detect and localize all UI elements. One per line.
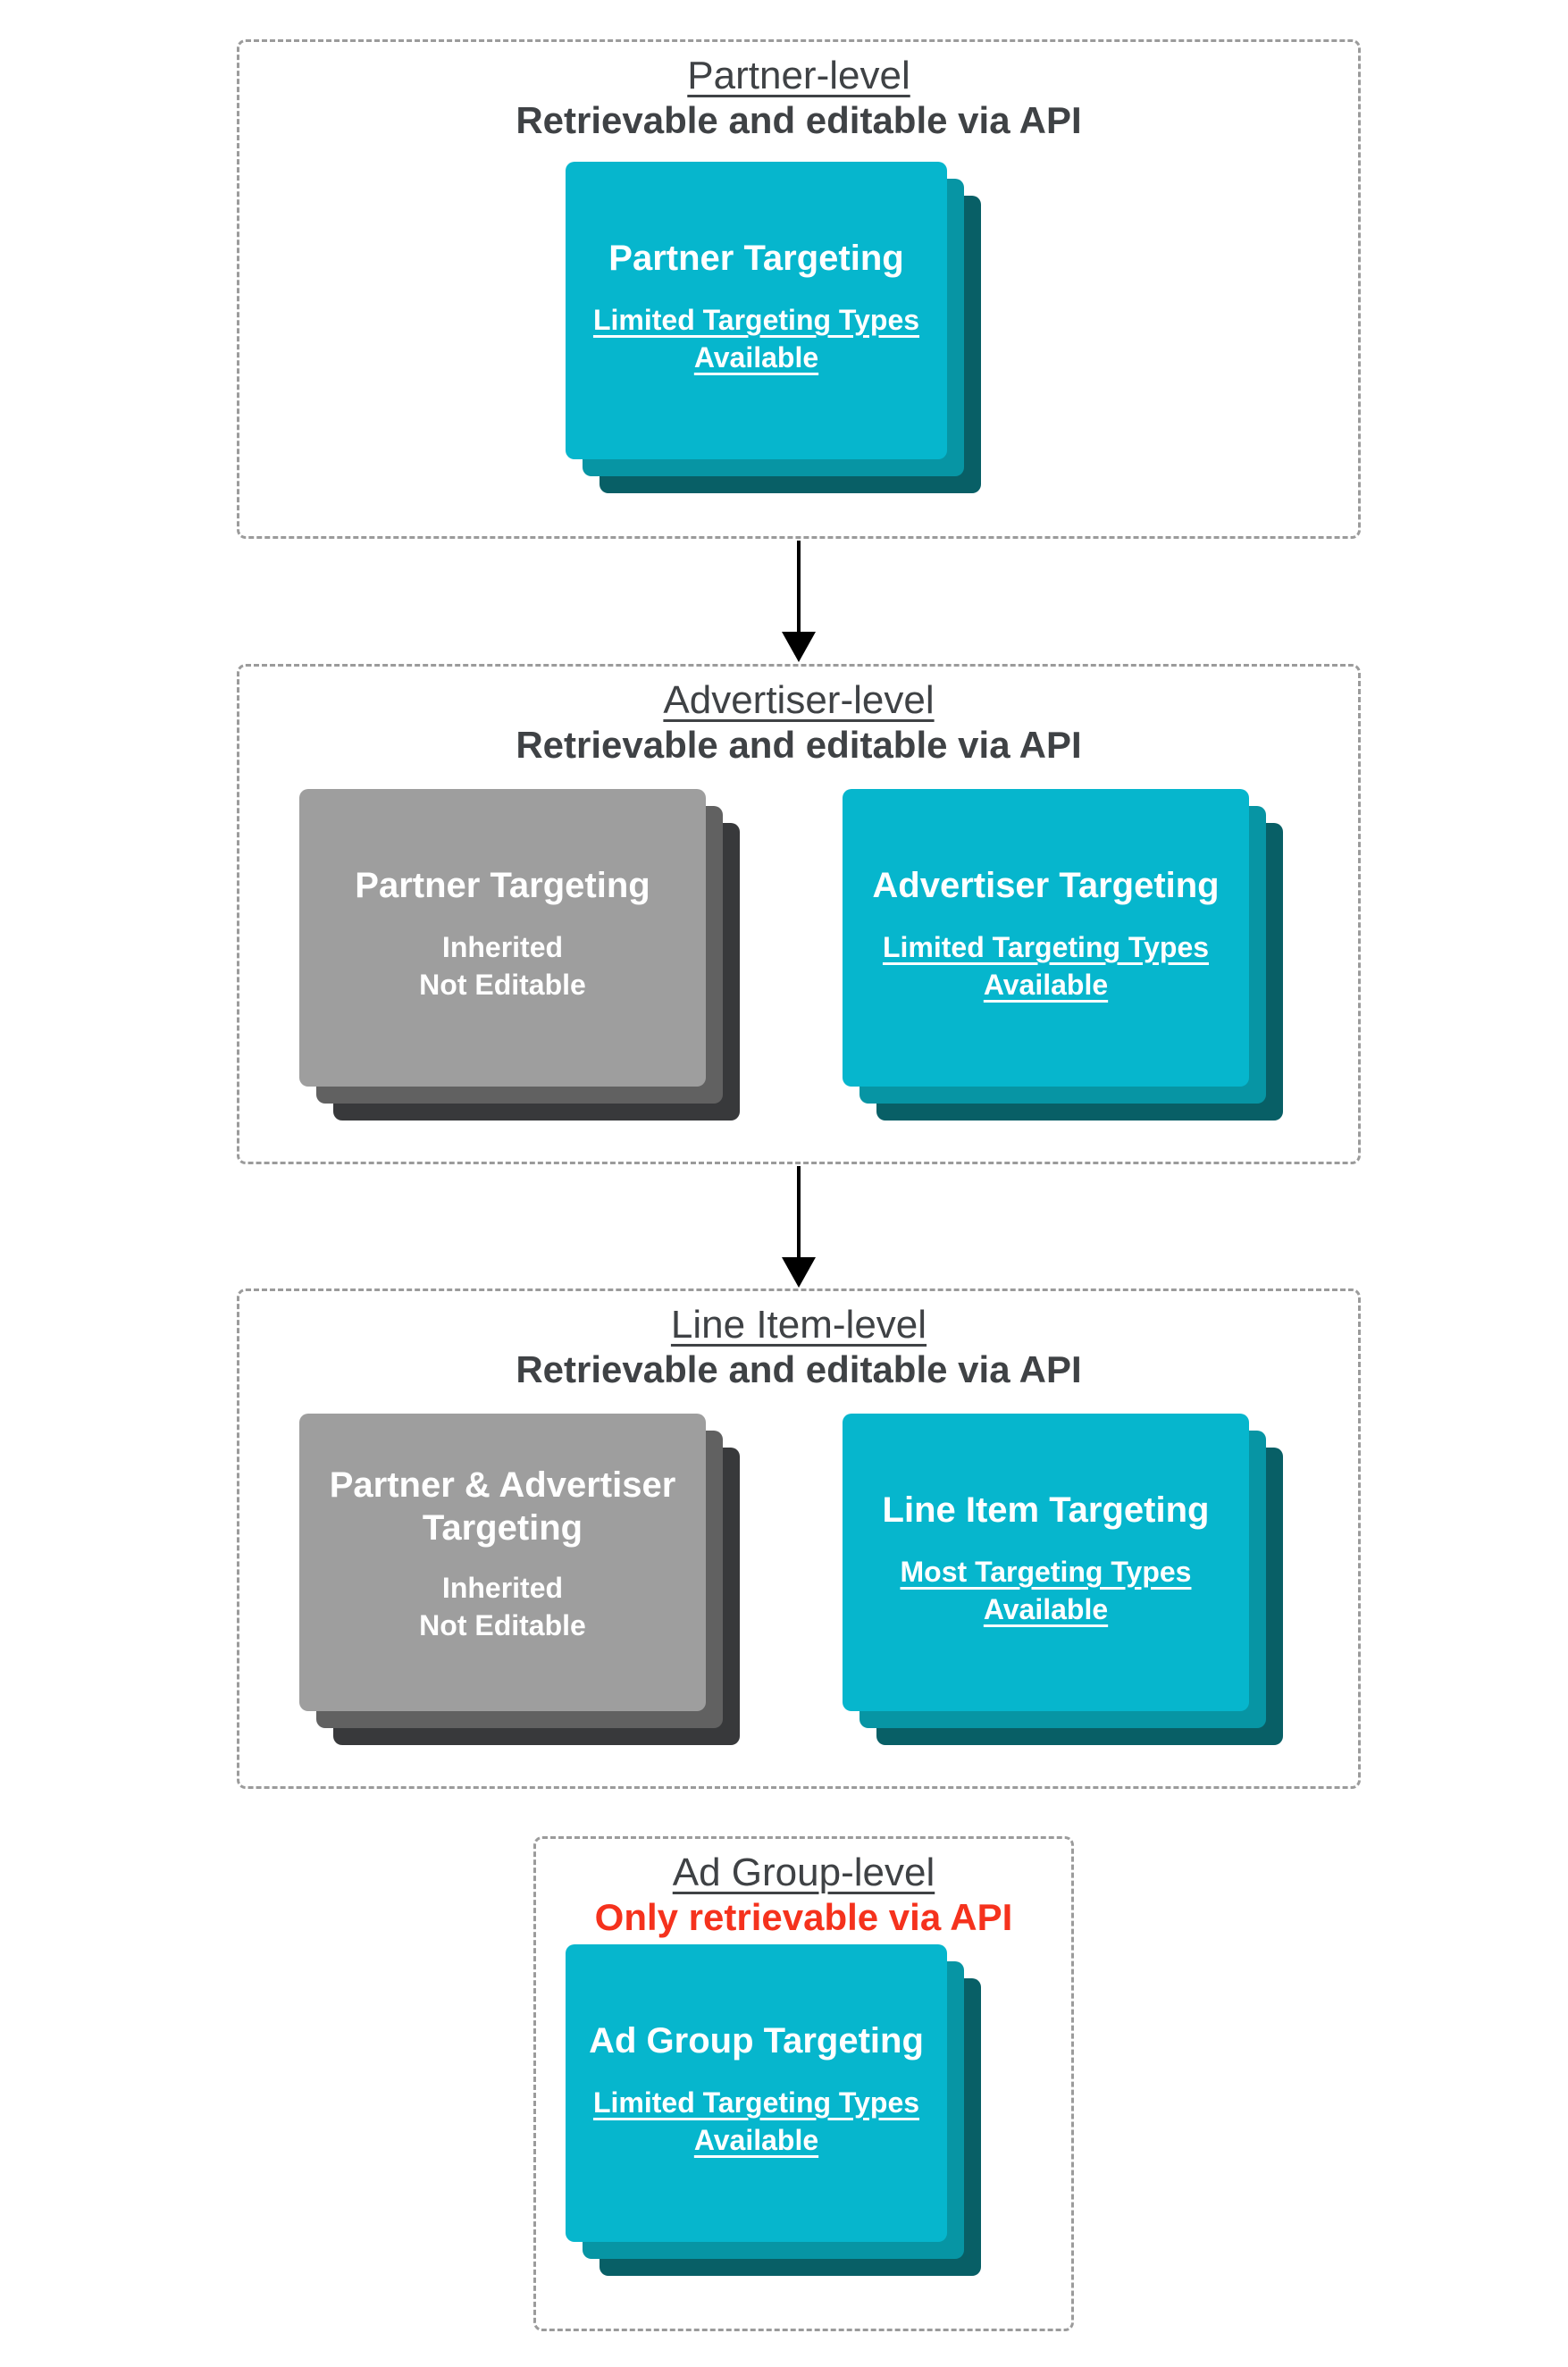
card-face: Partner & Advertiser Targeting Inherited… — [299, 1414, 706, 1711]
card-title: Partner Targeting — [608, 239, 904, 278]
section-api-note: Retrievable and editable via API — [516, 1348, 1082, 1390]
arrow-line — [797, 541, 801, 633]
card-title: Partner Targeting — [355, 866, 650, 905]
card-subtitle: Inherited Not Editable — [419, 931, 586, 1001]
line-item-level-section: Line Item-level Retrievable and editable… — [237, 1288, 1361, 1789]
card-title: Advertiser Targeting — [872, 866, 1220, 905]
card-face: Advertiser Targeting Limited Targeting T… — [843, 789, 1249, 1087]
arrow-line — [797, 1166, 801, 1258]
card-title: Ad Group Targeting — [589, 2021, 924, 2061]
line-item-targeting-card: Line Item Targeting Most Targeting Types… — [843, 1414, 1283, 1745]
ad-group-targeting-card: Ad Group Targeting Limited Targeting Typ… — [566, 1944, 981, 2276]
card-face: Partner Targeting Inherited Not Editable — [299, 789, 706, 1087]
section-api-note: Retrievable and editable via API — [516, 724, 1082, 766]
inherited-partner-advertiser-targeting-card: Partner & Advertiser Targeting Inherited… — [299, 1414, 740, 1745]
section-title: Line Item-level — [670, 1303, 927, 1347]
inherited-partner-targeting-card: Partner Targeting Inherited Not Editable — [299, 789, 740, 1121]
card-subtitle: Inherited Not Editable — [419, 1572, 586, 1641]
partner-level-section: Partner-level Retrievable and editable v… — [237, 39, 1361, 539]
card-title: Line Item Targeting — [882, 1490, 1210, 1530]
card-subtitle: Most Targeting Types Available — [900, 1556, 1192, 1625]
arrow-head — [782, 1257, 816, 1288]
card-subtitle: Limited Targeting Types Available — [592, 304, 920, 374]
card-subtitle: Limited Targeting Types Available — [882, 931, 1210, 1001]
section-title: Advertiser-level — [663, 678, 935, 722]
section-api-note: Retrievable and editable via API — [516, 99, 1082, 141]
section-title: Partner-level — [687, 54, 910, 97]
card-face: Ad Group Targeting Limited Targeting Typ… — [566, 1944, 947, 2242]
advertiser-targeting-card: Advertiser Targeting Limited Targeting T… — [843, 789, 1283, 1121]
card-title: Partner & Advertiser Targeting — [329, 1465, 676, 1548]
arrow-head — [782, 632, 816, 662]
ad-group-level-section: Ad Group-level Only retrievable via API … — [533, 1836, 1074, 2331]
arrow-down-icon — [782, 1166, 816, 1288]
advertiser-level-section: Advertiser-level Retrievable and editabl… — [237, 664, 1361, 1164]
section-title: Ad Group-level — [672, 1851, 935, 1894]
section-api-note: Only retrievable via API — [594, 1896, 1013, 1938]
card-face: Line Item Targeting Most Targeting Types… — [843, 1414, 1249, 1711]
card-face: Partner Targeting Limited Targeting Type… — [566, 162, 947, 459]
partner-targeting-card: Partner Targeting Limited Targeting Type… — [566, 162, 981, 493]
card-subtitle: Limited Targeting Types Available — [592, 2086, 920, 2156]
arrow-down-icon — [782, 541, 816, 662]
